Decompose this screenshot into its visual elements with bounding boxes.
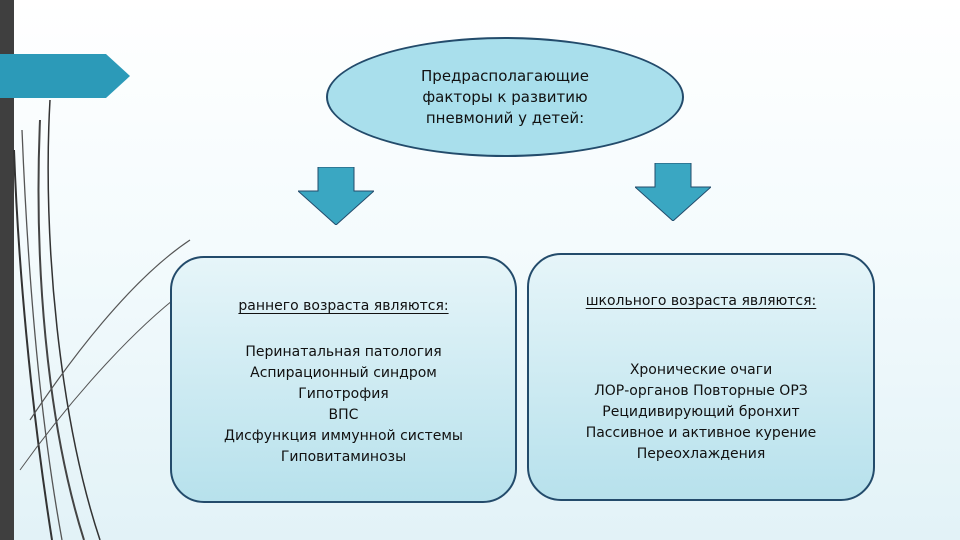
early-age-heading: раннего возраста являются: — [238, 298, 449, 314]
arrow-down-right-icon — [635, 163, 711, 221]
school-age-box: школьного возраста являются: Хронические… — [527, 253, 875, 501]
factor-item: ВПС — [328, 407, 359, 423]
factor-item: Гиповитаминозы — [280, 449, 407, 465]
school-age-factor-list: Хронические очаги ЛОР-органов Повторные … — [529, 360, 873, 465]
factor-item: Гипотрофия — [298, 386, 389, 402]
factor-item: Хронические очаги — [629, 362, 773, 378]
left-edge-bar — [0, 0, 14, 540]
diagram-title: Предрасполагающие факторы к развитию пне… — [421, 66, 589, 127]
factor-item: Аспирационный синдром — [250, 365, 437, 381]
school-age-heading: школьного возраста являются: — [585, 293, 817, 309]
factor-item: Переохлаждения — [636, 446, 766, 462]
factor-item: Пассивное и активное курение — [585, 425, 817, 441]
title-ellipse: Предрасполагающие факторы к развитию пне… — [326, 37, 684, 157]
factor-item: ЛОР-органов Повторные ОРЗ — [594, 383, 808, 399]
early-age-box: раннего возраста являются: Перинатальная… — [170, 256, 517, 503]
factor-item: Дисфункция иммунной системы — [224, 428, 463, 444]
factor-item: Рецидивирующий бронхит — [602, 404, 800, 420]
early-age-factor-list: Перинатальная патология Аспирационный си… — [172, 342, 515, 468]
factor-item: Перинатальная патология — [245, 344, 442, 360]
arrow-down-left-icon — [298, 167, 374, 225]
slide-tab-marker — [0, 54, 130, 98]
